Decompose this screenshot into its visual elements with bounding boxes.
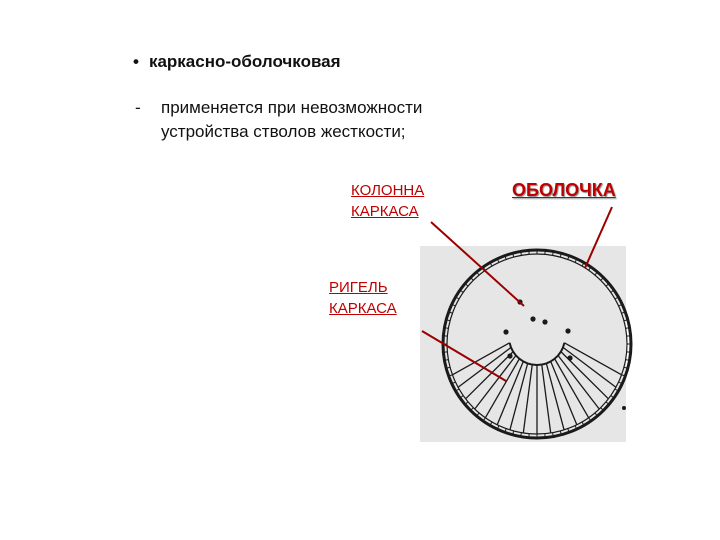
dash-text-line-2: устройства стволов жесткости; — [161, 122, 406, 141]
crossbar-beam — [465, 351, 514, 400]
shell-panel-joint — [600, 407, 604, 411]
crossbar-beam — [564, 342, 622, 376]
shell-panel-joint — [621, 311, 626, 314]
shell-panel-joint — [448, 374, 453, 377]
shell-panel-joint — [610, 289, 615, 293]
column-label: КОЛОННА КАРКАСА — [351, 180, 424, 222]
shell-label: ОБОЛОЧКА — [512, 180, 616, 200]
shell-panel-joint — [605, 401, 610, 405]
shell-panel-joint — [512, 253, 515, 258]
shell-panel-joint — [496, 425, 500, 430]
shell-panel-joint — [559, 253, 562, 258]
crossbar-beam — [541, 364, 552, 434]
frame-column-dot — [542, 319, 548, 325]
shell-panel-joint — [559, 430, 562, 435]
shell-panel-joint — [464, 401, 469, 405]
crossbar-beam — [545, 363, 565, 431]
crossbar-beam — [452, 342, 510, 376]
shell-pointer-line — [584, 206, 613, 269]
crossbar-beam — [557, 355, 600, 410]
frame-column-dot — [530, 316, 536, 322]
crossbar-beam — [484, 358, 520, 419]
frame-column-dot — [503, 329, 509, 335]
shell-panel-joint — [444, 359, 449, 361]
crossbar-beam — [550, 361, 578, 425]
shell-panel-joint — [621, 374, 626, 377]
shell-panel-joint — [451, 303, 456, 307]
crossbar-beam — [562, 346, 617, 388]
shell-panel-joint — [581, 262, 585, 267]
column-label-line-2: КАРКАСА — [351, 203, 419, 220]
crossbar-beam — [554, 358, 590, 419]
shell-panel-joint — [625, 359, 630, 361]
shell-panel-joint — [489, 421, 493, 426]
shell-panel-joint — [470, 407, 474, 411]
frame-column-dot — [565, 328, 571, 334]
dash-text: применяется при невозможности устройства… — [161, 96, 501, 144]
shell-panel-joint — [567, 428, 570, 433]
beam-label-line-1: РИГЕЛЬ — [329, 279, 388, 296]
shell-panel-joint — [614, 296, 619, 300]
shell-panel-joint — [470, 277, 474, 281]
column-pointer-line — [430, 221, 525, 307]
shell-panel-joint — [610, 395, 615, 399]
edge-mark-dot — [622, 406, 626, 410]
shell-panel-joint — [574, 425, 578, 430]
shell-panel-joint — [512, 430, 515, 435]
shell-panel-joint — [520, 432, 522, 437]
shell-panel-joint — [489, 262, 493, 267]
frame-column-dot — [567, 355, 573, 361]
shell-panel-joint — [614, 388, 619, 392]
shell-panel-joint — [455, 296, 460, 300]
bullet-text: каркасно-оболочковая — [148, 52, 341, 71]
shell-panel-joint — [594, 412, 598, 417]
shell-panel-joint — [625, 327, 630, 329]
shell-panel-joint — [618, 303, 623, 307]
beam-label: РИГЕЛЬ КАРКАСА — [329, 277, 397, 319]
dash-marker: - — [135, 98, 141, 117]
shell-panel-joint — [567, 255, 570, 260]
shell-panel-joint — [459, 289, 464, 293]
crossbar-beam — [509, 363, 529, 431]
crossbar-beam — [496, 361, 524, 425]
shell-panel-joint — [448, 311, 453, 314]
bullet-item: • каркасно-оболочковая — [133, 52, 341, 72]
beam-label-line-2: КАРКАСА — [329, 300, 397, 317]
shell-panel-joint — [504, 255, 507, 260]
shell-panel-joint — [482, 417, 486, 422]
shell-panel-joint — [496, 258, 500, 263]
shell-panel-joint — [623, 366, 628, 369]
shell-panel-joint — [455, 388, 460, 392]
shell-panel-joint — [618, 381, 623, 385]
shell-panel-joint — [574, 258, 578, 263]
shell-panel-joint — [504, 428, 507, 433]
shell-panel-joint — [444, 327, 449, 329]
shell-panel-joint — [600, 277, 604, 281]
shell-plan-figure — [420, 246, 626, 442]
shell-panel-joint — [446, 366, 451, 369]
shell-panel-joint — [581, 421, 585, 426]
shell-panel-joint — [446, 319, 451, 322]
crossbar-beam — [474, 355, 517, 410]
crossbar-beam — [522, 364, 533, 434]
bullet-marker: • — [133, 52, 139, 71]
shell-panel-joint — [459, 395, 464, 399]
beam-pointer-line — [421, 330, 507, 382]
shell-panel-joint — [552, 251, 554, 256]
shell-panel-joint — [552, 432, 554, 437]
shell-panel-joint — [451, 381, 456, 385]
dash-text-line-1: применяется при невозможности — [161, 98, 423, 117]
frame-column-dot — [507, 353, 513, 359]
shell-panel-joint — [476, 412, 480, 417]
shell-panel-joint — [594, 271, 598, 276]
shell-panel-joint — [520, 251, 522, 256]
shell-panel-joint — [476, 271, 480, 276]
shell-panel-joint — [605, 283, 610, 287]
column-label-line-1: КОЛОННА — [351, 182, 425, 199]
shell-panel-joint — [464, 283, 469, 287]
shell-panel-joint — [588, 266, 592, 271]
shell-panel-joint — [588, 417, 592, 422]
shell-panel-joint — [623, 319, 628, 322]
